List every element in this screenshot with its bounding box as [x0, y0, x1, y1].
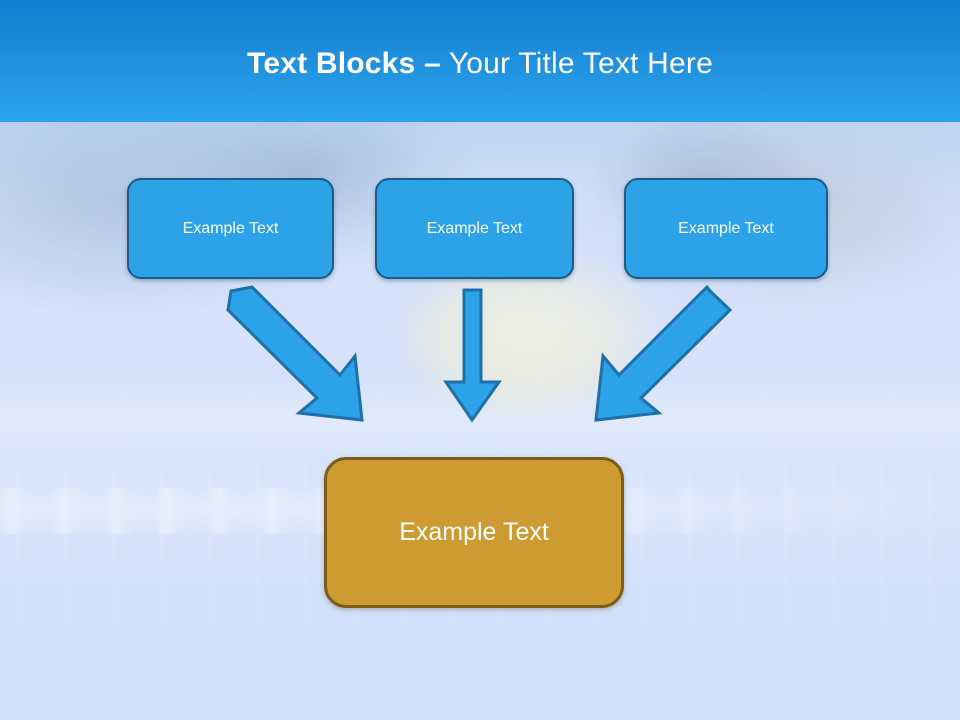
text-block-2-label: Example Text [426, 219, 523, 237]
text-block-2[interactable]: Example Text [375, 178, 574, 279]
text-block-result[interactable]: Example Text [324, 457, 624, 608]
title-banner: Text Blocks – Your Title Text Here [0, 0, 960, 122]
text-block-1-label: Example Text [182, 219, 279, 237]
text-block-3-label: Example Text [678, 219, 774, 237]
text-block-1[interactable]: Example Text [127, 178, 334, 279]
page-title-light: Your Title Text Here [440, 47, 713, 80]
text-block-3[interactable]: Example Text [624, 178, 828, 279]
page-title: Text Blocks – Your Title Text Here [247, 47, 713, 81]
page-title-strong: Text Blocks – [247, 47, 441, 80]
text-block-result-label: Example Text [399, 518, 549, 546]
